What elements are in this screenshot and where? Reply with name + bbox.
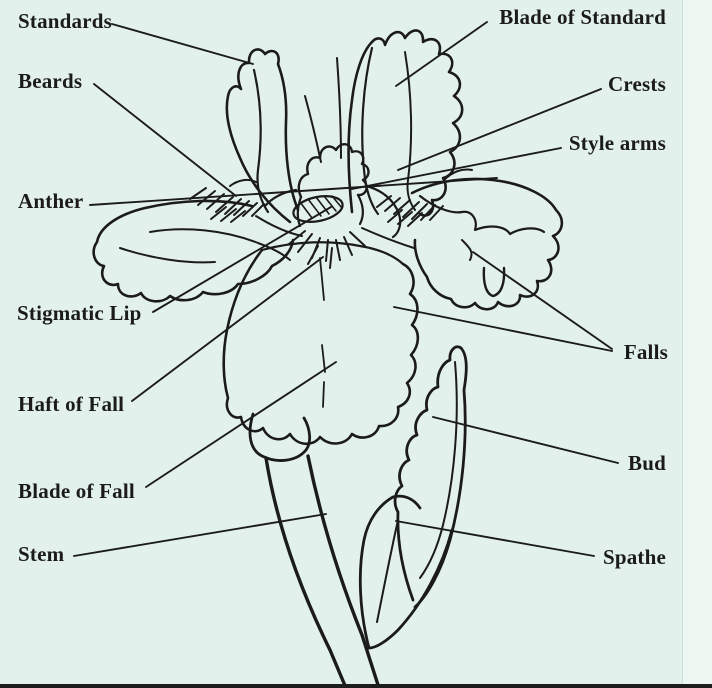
right-fall-notch (482, 266, 506, 298)
leader-lines (73, 21, 619, 557)
label-stem: Stem (18, 542, 65, 566)
leader-stigmatic-lip (152, 206, 332, 313)
left-beard-hatching (189, 187, 265, 223)
left-fall-inner-line (149, 228, 291, 261)
leader-falls-lower (393, 306, 613, 352)
spathe-inner-fold (376, 519, 399, 623)
right-fall-top-wave (443, 168, 473, 181)
anther-hatching (299, 195, 343, 219)
right-fall-petal (410, 177, 564, 311)
haft-connection-right (361, 227, 415, 249)
leader-falls-upper (472, 251, 613, 350)
leader-bud (432, 416, 619, 464)
bottom-dark-strip (0, 684, 712, 688)
stem-left-line (264, 456, 348, 688)
stigmatic-fuzz (288, 230, 366, 269)
haft-connection-left (255, 215, 303, 237)
page-edge-strip (682, 0, 712, 688)
front-fall-midrib-mid (321, 344, 326, 373)
label-anther: Anther (18, 189, 84, 213)
label-bud: Bud (628, 451, 666, 475)
center-fold-line-1 (304, 95, 322, 163)
leader-blade-of-fall (145, 361, 337, 488)
style-arm-crest (297, 143, 370, 199)
spathe-left-edge (358, 494, 422, 650)
label-beards: Beards (18, 69, 83, 93)
center-fold-line-2 (336, 57, 342, 159)
style-arm-right-side (356, 193, 364, 226)
front-fall-petal (222, 248, 420, 446)
left-standard-fold (252, 68, 270, 214)
right-beard-hatching (376, 195, 444, 227)
leader-beards (93, 83, 237, 197)
leader-standards (111, 23, 254, 65)
front-fall-top-edge (260, 241, 405, 266)
label-haft-of-fall: Haft of Fall (18, 392, 125, 416)
right-fall-inner-wave (418, 194, 546, 236)
label-spathe: Spathe (602, 545, 666, 569)
bud-left-edge (393, 345, 463, 602)
front-fall-midrib-lower (322, 381, 325, 408)
bud-right-edge (413, 346, 468, 609)
style-arm-left-side (296, 195, 303, 228)
stem-right-line (306, 454, 381, 688)
ovary (248, 412, 311, 462)
spathe-right-edge (367, 528, 454, 650)
label-falls: Falls (623, 340, 668, 364)
left-fall-top-wave (229, 178, 257, 187)
bud-inner-line (419, 361, 458, 579)
leader-spathe (395, 520, 595, 557)
leader-haft-of-fall (131, 256, 324, 402)
left-fall-lower-line (119, 247, 216, 264)
label-blade-of-standard: Blade of Standard (499, 5, 666, 29)
style-arm-right (364, 184, 402, 239)
label-standards: Standards (18, 9, 113, 33)
leader-style-arms (351, 147, 562, 190)
leader-crests (397, 88, 602, 171)
front-fall-midrib-upper (319, 257, 325, 301)
left-fall-petal (92, 199, 295, 303)
label-blade-of-fall: Blade of Fall (18, 479, 135, 503)
label-stigmatic-lip: Stigmatic Lip (17, 301, 142, 325)
leader-anther (89, 177, 498, 206)
label-crests: Crests (608, 72, 666, 96)
iris-flower-sketch (92, 29, 564, 688)
leader-stem (73, 513, 327, 557)
label-style-arms: Style arms (568, 131, 666, 155)
leader-blade-of-standard (395, 21, 488, 87)
right-fall-curl (461, 239, 473, 261)
